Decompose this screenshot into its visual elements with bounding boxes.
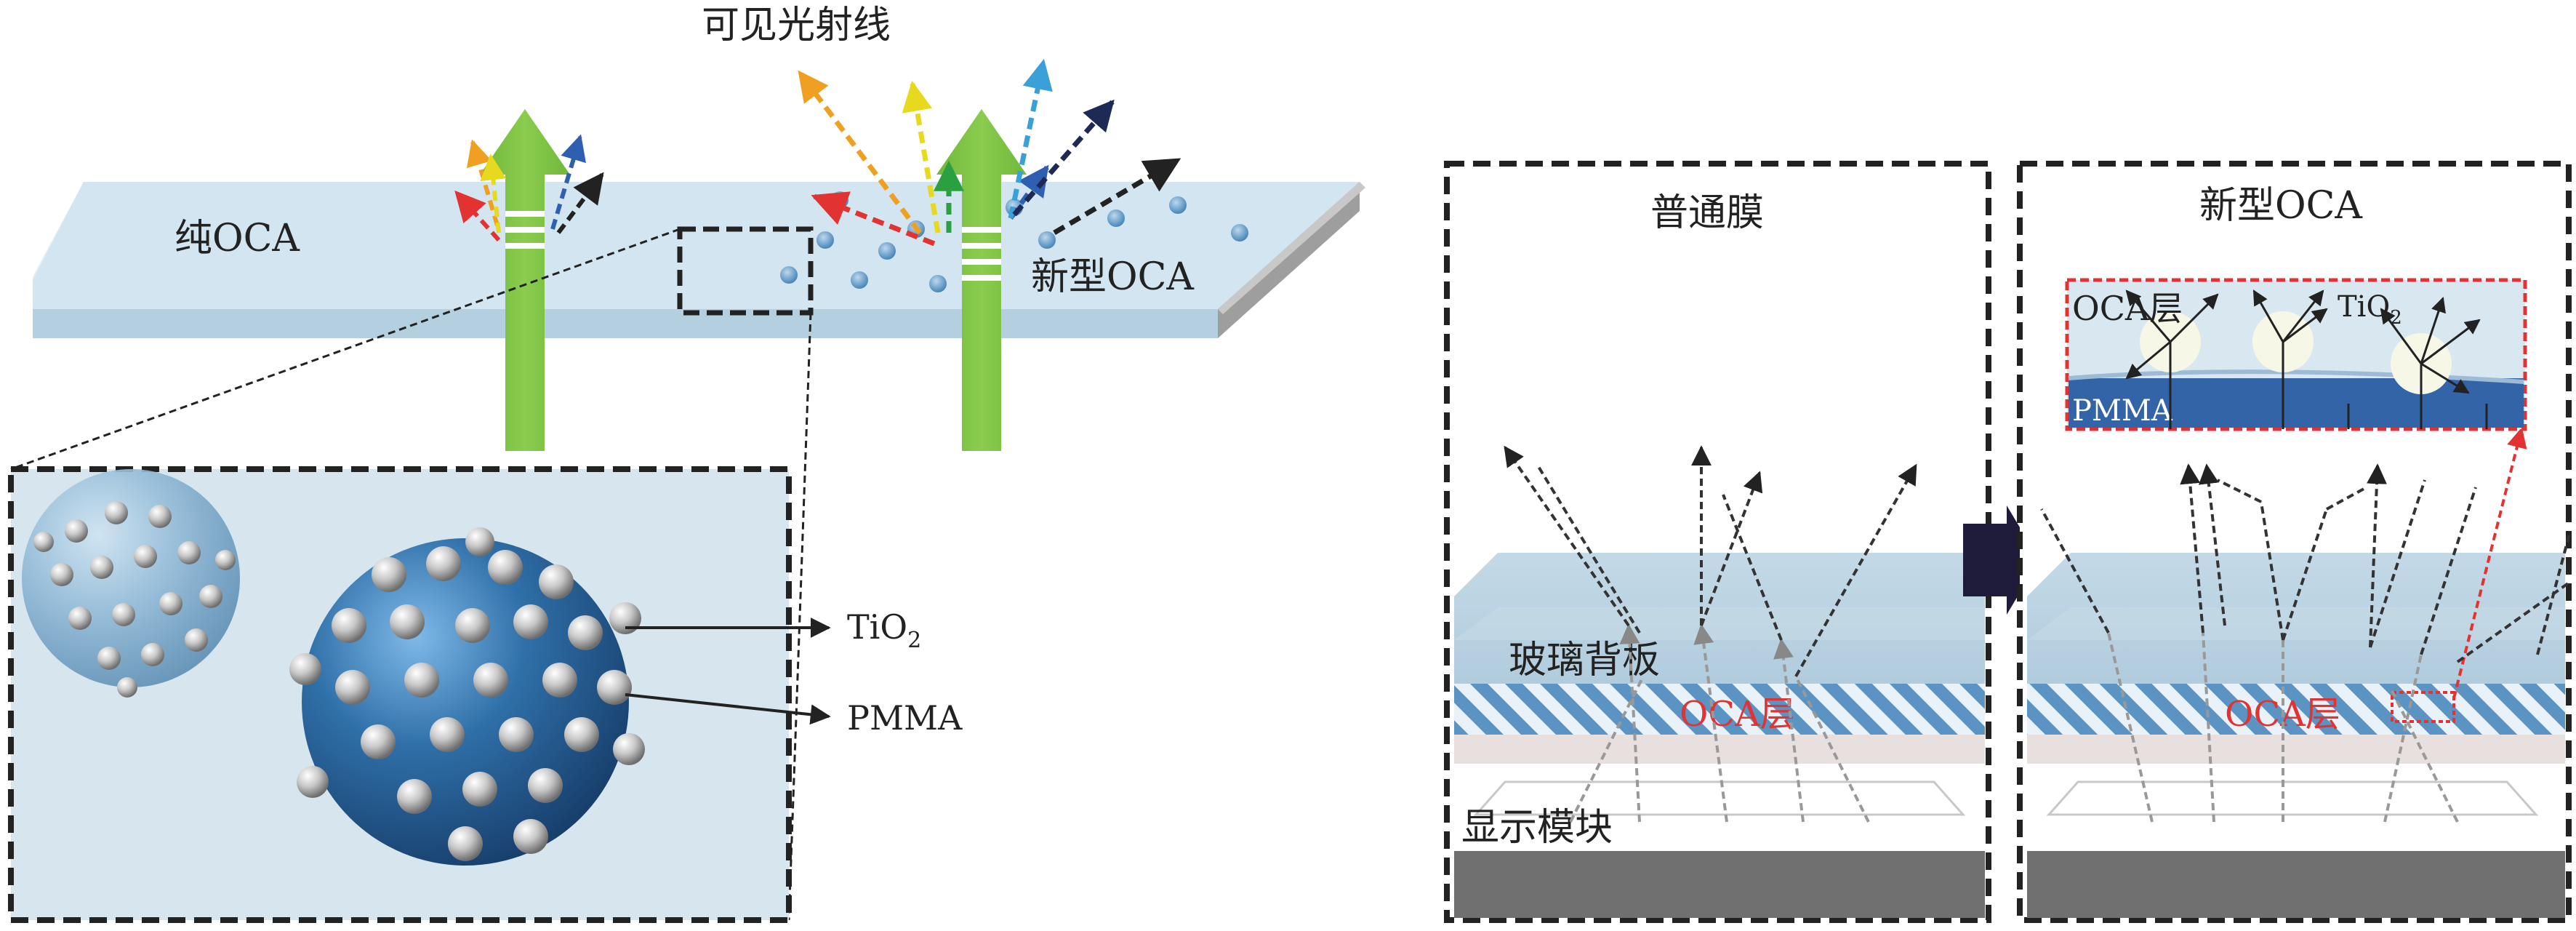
visible-rays-label: 可见光射线 <box>702 4 891 47</box>
inset-oca-layer-label: OCA层 <box>2072 289 2183 328</box>
green-light-arrow-icon <box>480 109 570 451</box>
tio2-pmma-sphere-icon <box>289 527 645 866</box>
green-light-arrow-icon <box>936 109 1027 451</box>
zoom-inset <box>8 466 831 923</box>
panel-new-title: 新型OCA <box>2199 184 2363 228</box>
ray-arrow-icon <box>454 134 604 241</box>
ray-arrow-icon <box>1504 445 1917 823</box>
film-strip <box>33 182 1365 338</box>
new-oca-strip-label: 新型OCA <box>1031 255 1195 299</box>
tio2-pmma-sphere-icon <box>22 469 240 698</box>
panel-normal-film <box>1444 161 1991 923</box>
display-module-label: 显示模块 <box>1461 806 1613 850</box>
ray-arrow-icon <box>2125 289 2488 429</box>
tio2-label: TiO2 <box>847 607 921 653</box>
pure-oca-label: 纯OCA <box>174 217 300 260</box>
panel-normal-title: 普通膜 <box>1650 191 1764 235</box>
inset-pmma-label: PMMA <box>2072 394 2173 428</box>
ray-arrow-icon <box>2040 463 2572 823</box>
zoom-marker <box>677 226 814 316</box>
glass-backplane-label: 玻璃背板 <box>1509 639 1660 682</box>
oca-layer-normal-label: OCA层 <box>1680 694 1795 735</box>
pmma-label: PMMA <box>847 698 963 738</box>
panel-new-oca <box>2017 161 2572 923</box>
ray-arrow-icon <box>798 58 1181 247</box>
